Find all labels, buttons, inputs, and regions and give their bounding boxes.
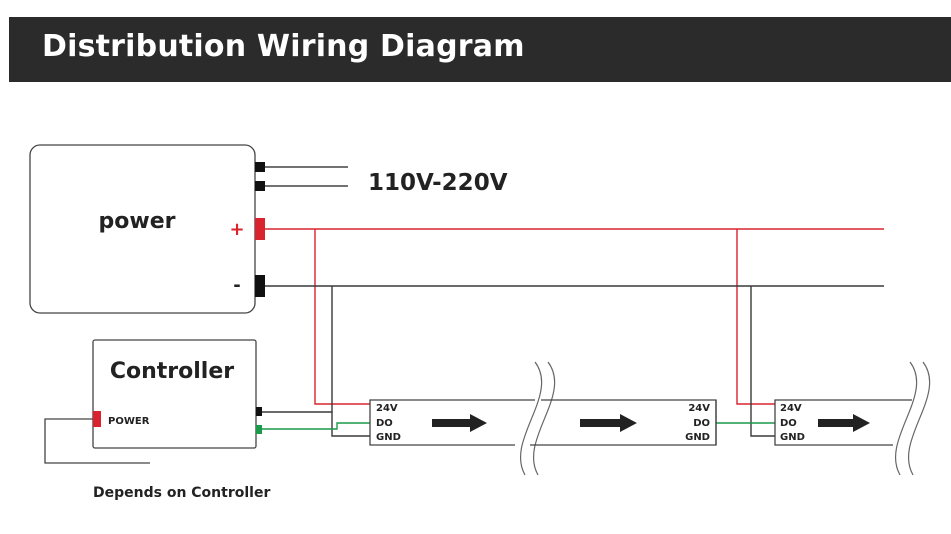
- controller-footnote: Depends on Controller: [93, 485, 270, 501]
- strip-3-gnd-label: GND: [780, 432, 805, 443]
- strip-3-direction-arrow: [818, 414, 870, 432]
- led-strip-1-outline: [369, 399, 535, 446]
- controller-power-wire: [44, 418, 150, 464]
- positive-terminal-label: +: [229, 219, 244, 240]
- ac-input-terminal-1: [255, 162, 265, 172]
- controller-power-input: [93, 411, 101, 427]
- controller-data-output: [256, 425, 262, 434]
- strip-1-do-label: DO: [376, 418, 393, 429]
- negative-drop-strip-2: [750, 286, 775, 437]
- strip-3-24v-label: 24V: [780, 403, 802, 414]
- strip-2-24v-label: 24V: [688, 403, 710, 414]
- strip-3-break-a: [894, 361, 918, 476]
- controller-box: [92, 339, 257, 449]
- positive-terminal: [255, 218, 265, 240]
- data-wire-controller: [262, 422, 370, 430]
- title-banner: Distribution Wiring Diagram: [9, 17, 951, 82]
- strip-3-break-b: [907, 361, 931, 476]
- strip-1-break-b: [532, 361, 556, 476]
- strip-2-gnd-label: GND: [685, 432, 710, 443]
- gnd-wire-strip-1: [331, 412, 370, 437]
- strip-2-do-label: DO: [693, 418, 710, 429]
- ac-input-terminal-2: [255, 181, 265, 191]
- positive-drop-strip-2: [736, 229, 775, 405]
- controller-gnd-output: [256, 407, 262, 416]
- negative-terminal: [255, 275, 265, 297]
- strip-1-24v-label: 24V: [376, 403, 398, 414]
- controller-label: Controller: [110, 359, 234, 384]
- power-supply-label: power: [99, 209, 176, 234]
- positive-drop-strip-1: [314, 229, 370, 405]
- led-strip-3-outline: [774, 399, 912, 446]
- strip-1-direction-arrow: [432, 414, 487, 432]
- strip-2-direction-arrow: [580, 414, 637, 432]
- negative-drop-strip-1: [257, 286, 333, 413]
- mains-voltage-label: 110V-220V: [368, 170, 508, 196]
- strip-1-break-a: [519, 361, 543, 476]
- strip-3-do-label: DO: [780, 418, 797, 429]
- controller-power-label: POWER: [108, 416, 150, 427]
- negative-terminal-label: -: [233, 275, 240, 296]
- page-title: Distribution Wiring Diagram: [42, 29, 525, 64]
- strip-1-gnd-label: GND: [376, 432, 401, 443]
